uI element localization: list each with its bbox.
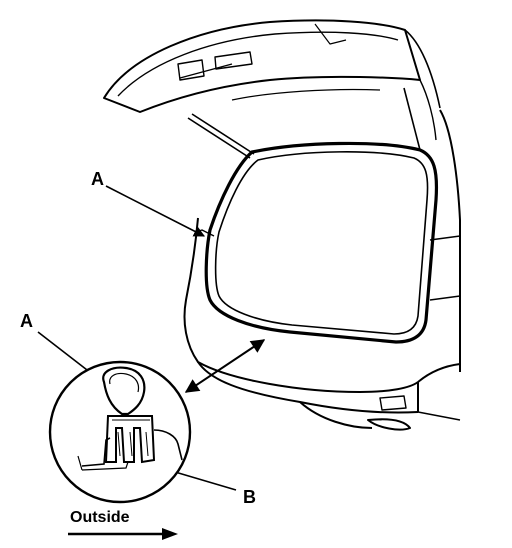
- callout-label-b: B: [243, 487, 256, 507]
- callout-label-a-detail: A: [20, 311, 33, 331]
- vehicle-body: [183, 109, 461, 431]
- leader-a-upper: [105, 185, 205, 237]
- arrow-right-icon: [68, 528, 178, 540]
- detail-reference-arrow: [184, 339, 266, 393]
- weatherstrip-seal: [195, 141, 439, 344]
- detail-magnifier: [48, 360, 192, 504]
- callout-label-a-upper: A: [91, 169, 104, 189]
- outside-direction-label: Outside: [70, 509, 130, 526]
- gas-struts: [187, 87, 421, 159]
- tailgate: [103, 19, 441, 141]
